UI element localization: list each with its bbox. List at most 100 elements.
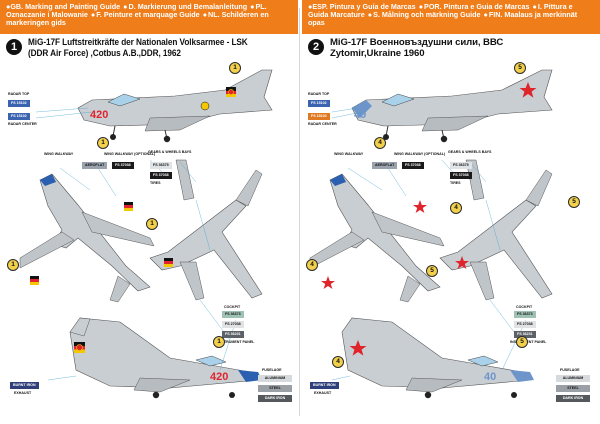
- swatch-fs-37038-a: FS 37038: [112, 162, 134, 169]
- scheme-1-side-tail-number: 420: [90, 109, 108, 121]
- scheme-2-title-block: 2 MiG-17F Военновъздушни сили, ВВС Zytom…: [308, 37, 594, 59]
- scheme-2-panel: ●ESP. Pintura y Guía de Marcas ●POR. Pin…: [302, 0, 600, 424]
- swatch-aluminium: ALUMINIUM: [556, 375, 590, 382]
- swatch-fs-15102-b: FS 15102: [8, 113, 30, 120]
- callout-marker: 1: [97, 137, 109, 149]
- callout-marker: 1: [213, 336, 225, 348]
- callout-marker: 5: [568, 196, 580, 208]
- swatch-dark-iron: DARK IRON: [258, 395, 292, 402]
- swatch-cockpit-b: FS 27038: [222, 321, 244, 328]
- swatch-aeroflat: AEROFLAT: [372, 162, 398, 169]
- callout-marker: 4: [450, 202, 462, 214]
- scheme-2-side-tail-number: 40: [354, 109, 366, 121]
- scheme-1-title: MiG-17F Luftstreitkräfte der Nationalen …: [28, 37, 248, 48]
- cockpit-label: COCKPIT: [224, 305, 241, 309]
- callout-marker: 1: [229, 62, 241, 74]
- gears-wheels-label: GEARS & WHEELS BAYS: [448, 150, 492, 154]
- scheme-1-subtitle: (DDR Air Force) ,Cotbus A.B.,DDR, 1962: [28, 48, 181, 59]
- callout-marker: 4: [306, 259, 318, 271]
- swatch-steel: STEEL: [258, 385, 292, 392]
- radar-center-label: RADAR CENTER: [8, 122, 37, 126]
- scheme-1-artwork: 420: [19, 69, 273, 399]
- swatch-fs-37038-a: FS 37038: [402, 162, 424, 169]
- instrument-panel-label: INSTRUMENT PANEL: [510, 340, 547, 344]
- flag-bullet: ●: [532, 2, 537, 11]
- flag-bullet: ●: [6, 2, 11, 11]
- scheme-2-artwork: 40: [309, 69, 553, 399]
- flag-bullet: ●: [483, 10, 488, 20]
- swatch-fs-15102-b: FS 15102: [308, 113, 330, 120]
- swatch-instrument: FS 36231: [514, 331, 536, 338]
- gears-wheels-label: GEARS & WHEELS BAYS: [148, 150, 192, 154]
- swatch-burnt-iron: BURNT IRON: [310, 382, 339, 389]
- flag-bullet: ●: [202, 10, 208, 20]
- swatch-cockpit-b: FS 27038: [514, 321, 536, 328]
- side-view-bottom: [341, 317, 534, 399]
- exhaust-label: EXHAUST: [14, 391, 32, 395]
- callout-marker: 5: [516, 336, 528, 348]
- callout-marker: 1: [7, 259, 19, 271]
- swatch-fs-37038-b: FS 37038: [450, 172, 472, 179]
- swatch-dark-iron: DARK IRON: [556, 395, 590, 402]
- header-nl: NL. Schilderen en markeringen gids: [6, 10, 269, 28]
- panel-divider: [299, 8, 300, 416]
- scheme-2-number-badge: 2: [308, 39, 324, 55]
- swatch-fs-36375: FS 36375: [450, 162, 472, 169]
- exhaust-label: EXHAUST: [314, 391, 332, 395]
- top-view: [19, 173, 155, 303]
- header-s: S. Målning och märkning Guide: [373, 10, 481, 20]
- flag-bullet: ●: [250, 2, 255, 11]
- scheme-2-title: MiG-17F Военновъздушни сили, ВВС: [330, 37, 504, 48]
- scheme-1-number-badge: 1: [6, 39, 22, 55]
- header-pl: PL. Oznaczanie i Malowanie: [6, 2, 267, 20]
- guide-header-left: ●GB. Marking and Painting Guide ●D. Mark…: [0, 0, 298, 34]
- fuselage-label: FUSELAGE: [560, 368, 580, 372]
- side-view-bottom: [69, 317, 262, 399]
- bottom-view: [149, 159, 263, 301]
- wing-walkway-optional-label: WING WALKWAY (OPTIONAL): [394, 152, 446, 156]
- side-view-top: [77, 69, 273, 143]
- radar-center-label: RADAR CENTER: [308, 122, 337, 126]
- fuselage-label: FUSELAGE: [262, 368, 282, 372]
- callout-marker: 5: [514, 62, 526, 74]
- header-f: F. Peinture et marquage Guide: [96, 10, 200, 20]
- swatch-cockpit-a: FS 36373: [514, 311, 536, 318]
- callout-marker: 5: [426, 265, 438, 277]
- callout-marker: 4: [332, 356, 344, 368]
- header-gb: GB. Marking and Painting Guide: [10, 2, 121, 11]
- header-fin: FIN. Maalaus ja merkinnät opas: [308, 10, 578, 28]
- scheme-1-title-block: 1 MiG-17F Luftstreitkräfte der Nationale…: [6, 37, 292, 59]
- side-view-top: [351, 69, 553, 143]
- swatch-cockpit-a: FS 36373: [222, 311, 244, 318]
- swatch-aeroflat: AEROFLAT: [82, 162, 108, 169]
- scheme-2-subtitle: Zytomir,Ukraine 1960: [330, 48, 425, 59]
- swatch-fs-15102-a: FS 15102: [8, 100, 30, 107]
- flag-bullet: ●: [418, 2, 424, 11]
- header-d: D. Markierung und Bemalanleitung: [128, 2, 248, 11]
- radar-top-label: RADAR TOP: [8, 92, 30, 96]
- flag-bullet: ●: [367, 10, 373, 20]
- tires-label: TIRES: [450, 181, 461, 185]
- instrument-panel-label: INSTRUMENT PANEL: [218, 340, 255, 344]
- flag-bullet: ●: [123, 2, 128, 11]
- cockpit-label: COCKPIT: [516, 305, 533, 309]
- swatch-burnt-iron: BURNT IRON: [10, 382, 39, 389]
- wing-walkway-label: WING WALKWAY: [334, 152, 364, 156]
- flag-bullet: ●: [308, 2, 313, 11]
- flag-bullet: ●: [90, 10, 96, 20]
- scheme-1-panel: ●GB. Marking and Painting Guide ●D. Mark…: [0, 0, 298, 424]
- header-por: POR. Pintura e Guia de Marcas: [424, 2, 530, 11]
- wing-walkway-label: WING WALKWAY: [44, 152, 74, 156]
- guide-header-right: ●ESP. Pintura y Guía de Marcas ●POR. Pin…: [302, 0, 600, 34]
- header-esp: ESP. Pintura y Guía de Marcas: [312, 2, 416, 11]
- leader-lines: [331, 107, 527, 381]
- swatch-fs-37038-b: FS 37038: [150, 172, 172, 179]
- radar-top-label: RADAR TOP: [308, 92, 330, 96]
- callout-marker: 4: [374, 137, 386, 149]
- swatch-instrument: FS 36231: [222, 331, 244, 338]
- swatch-fs-36375: FS 36375: [150, 162, 172, 169]
- swatch-steel: STEEL: [556, 385, 590, 392]
- wing-walkway-optional-label: WING WALKWAY (OPTIONAL): [104, 152, 156, 156]
- tires-label: TIRES: [150, 181, 161, 185]
